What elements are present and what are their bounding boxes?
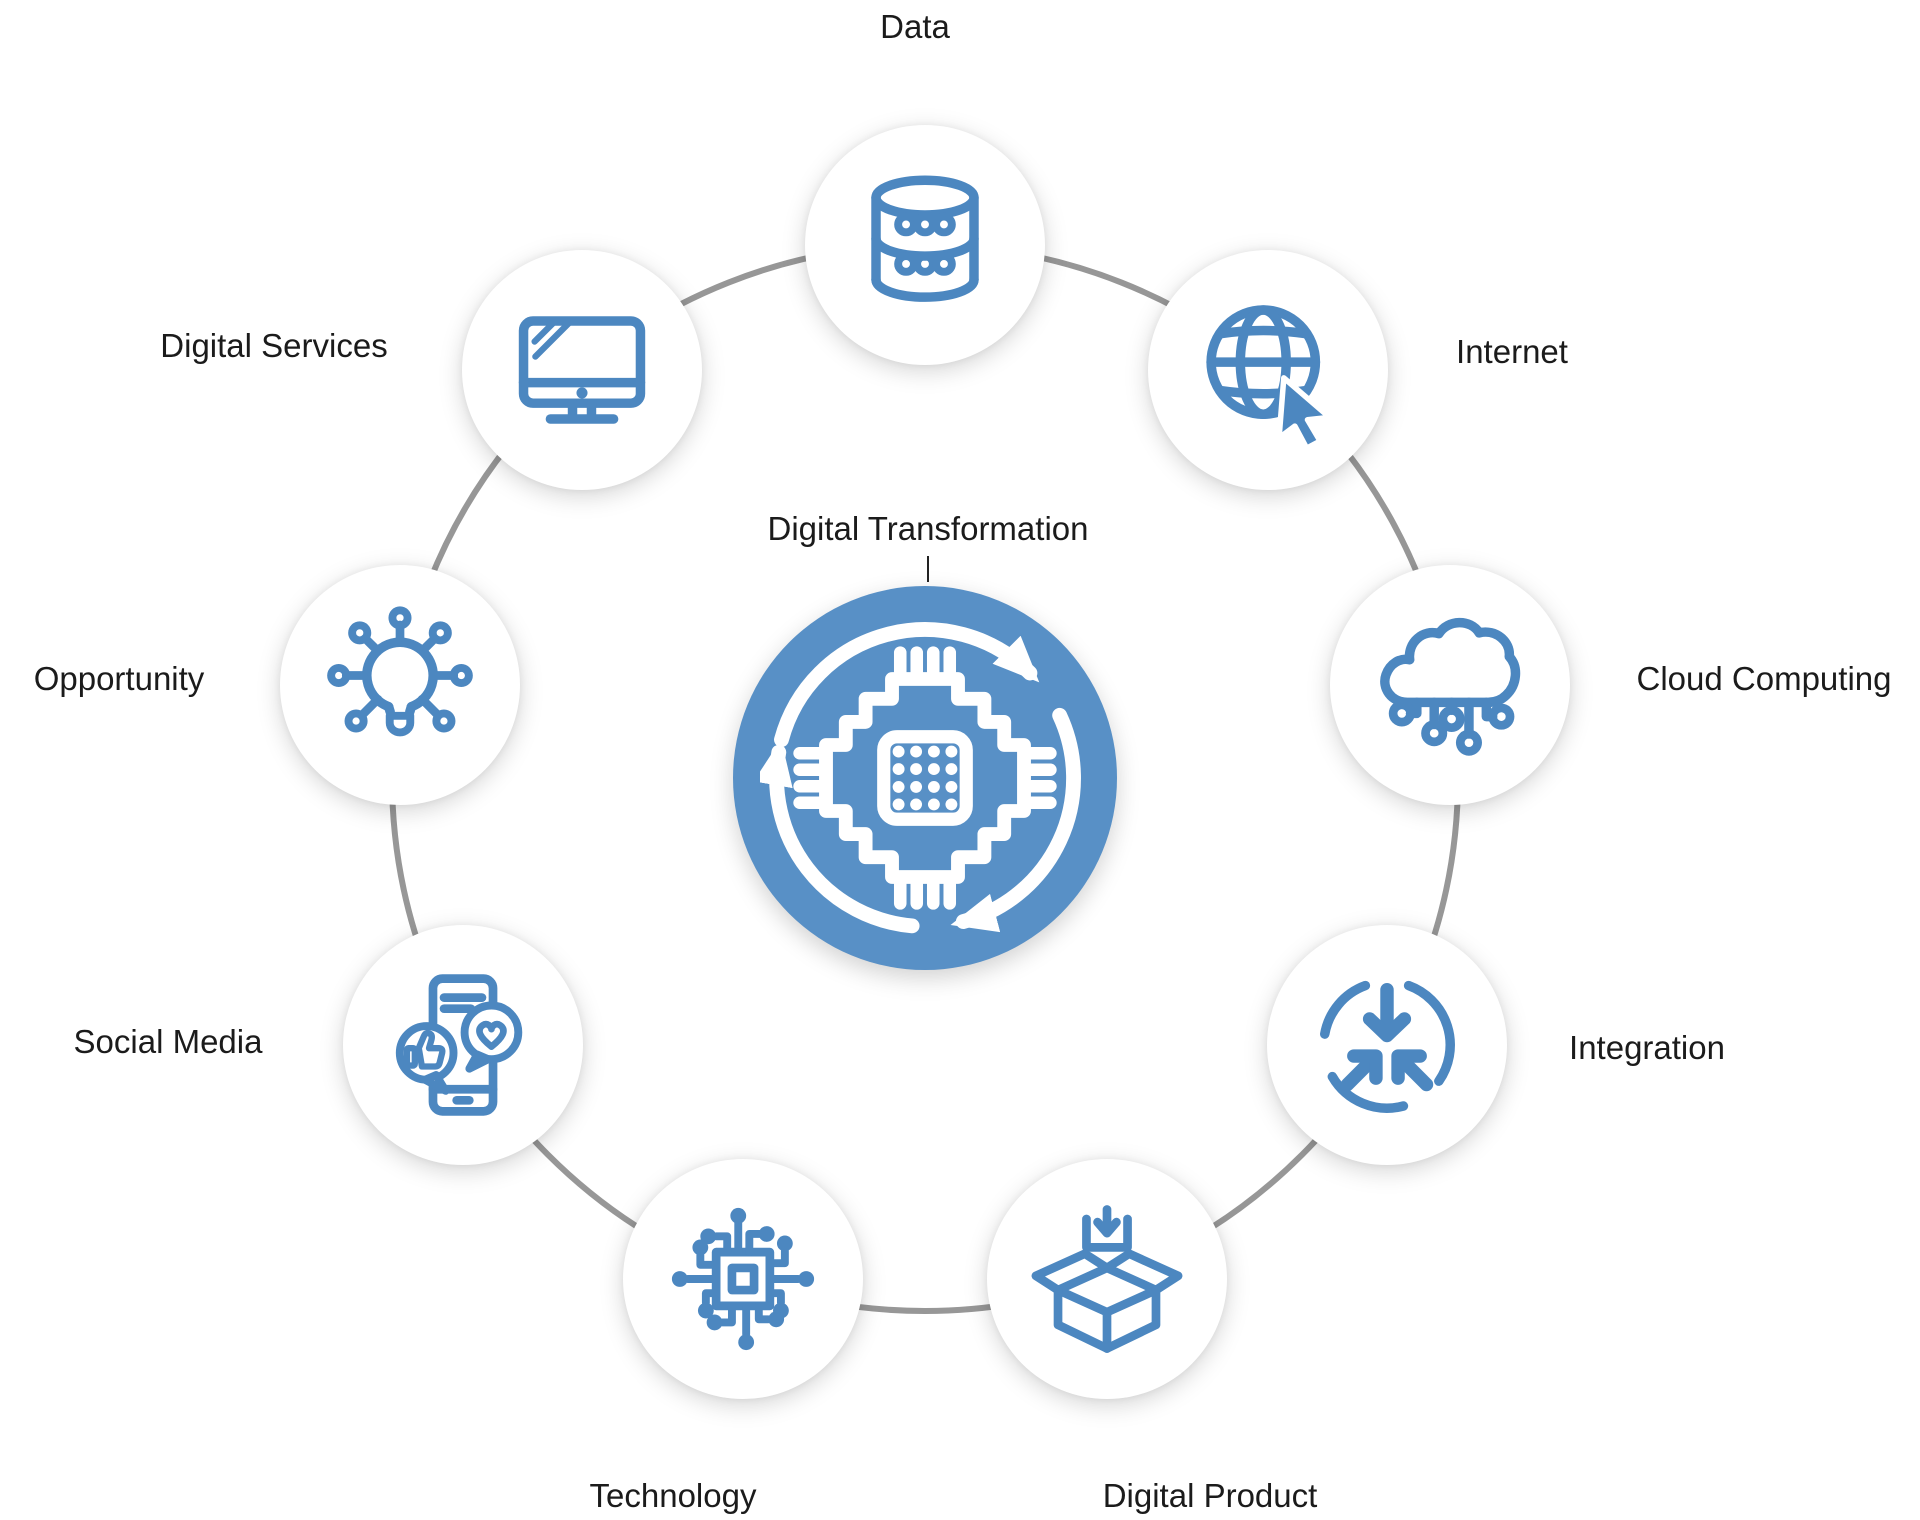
node-label-cloud-computing: Cloud Computing xyxy=(1636,660,1892,697)
smartphone-social-icon xyxy=(395,974,523,1116)
node-label-integration: Integration xyxy=(1569,1029,1725,1066)
node-digital-services xyxy=(462,250,702,490)
cloud-network-icon xyxy=(1380,617,1521,756)
node-label-technology: Technology xyxy=(589,1477,757,1514)
node-cloud-computing xyxy=(1330,565,1570,805)
center-title: Digital Transformation xyxy=(767,510,1089,547)
node-data xyxy=(805,125,1045,365)
node-label-opportunity: Opportunity xyxy=(33,660,205,697)
node-opportunity xyxy=(280,565,520,805)
node-label-digital-services: Digital Services xyxy=(160,327,388,364)
circuit-chip-icon xyxy=(671,1207,815,1351)
desktop-monitor-icon xyxy=(518,316,646,424)
database-icon xyxy=(871,175,979,302)
node-digital-product xyxy=(987,1159,1227,1399)
node-social-media xyxy=(343,925,583,1165)
center-circle xyxy=(733,586,1117,970)
node-label-data: Data xyxy=(880,8,950,45)
open-box-icon xyxy=(1031,1205,1183,1353)
node-label-digital-product: Digital Product xyxy=(1102,1477,1318,1514)
chip-cycle-icon xyxy=(760,622,1081,934)
globe-cursor-icon xyxy=(1206,305,1333,449)
node-integration xyxy=(1267,925,1507,1165)
node-technology xyxy=(623,1159,863,1399)
node-internet xyxy=(1148,250,1388,490)
title-connector-line xyxy=(927,556,929,582)
node-label-internet: Internet xyxy=(1456,333,1568,370)
node-label-social-media: Social Media xyxy=(73,1023,263,1060)
converging-arrows-icon xyxy=(1320,980,1455,1113)
lightbulb-idea-icon xyxy=(327,606,473,737)
